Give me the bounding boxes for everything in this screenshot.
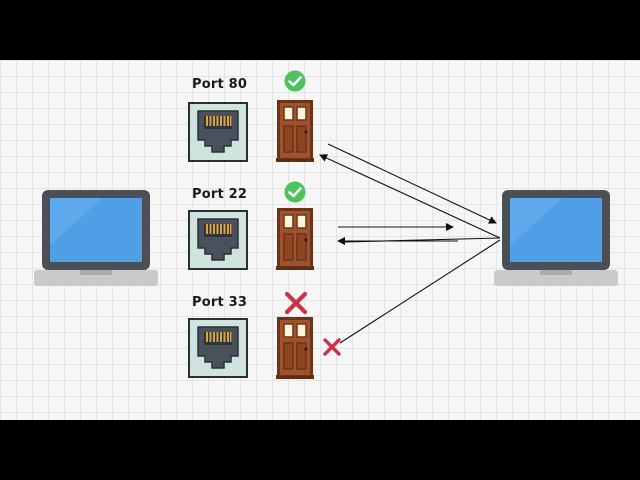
port-80-label: Port 80	[192, 77, 248, 92]
ethernet-port-icon	[188, 102, 248, 162]
checkmark-icon	[284, 181, 306, 203]
door-icon	[276, 100, 314, 162]
blocked-cross-icon	[323, 338, 341, 356]
arrow-server-to-port33	[339, 239, 501, 344]
checkmark-icon	[284, 70, 306, 92]
port-33-label: Port 33	[192, 295, 248, 310]
door-icon	[276, 208, 314, 270]
server-laptop-icon	[494, 190, 618, 286]
connection-arrows	[319, 143, 501, 344]
ethernet-port-icon	[188, 210, 248, 270]
port-22-label: Port 22	[192, 187, 248, 202]
arrow-server-to-port80	[319, 154, 501, 239]
diagram-canvas: Port 80 Port 22	[0, 60, 640, 420]
client-laptop-icon	[34, 190, 158, 286]
ethernet-port-icon	[188, 318, 248, 378]
arrow-port80-to-server	[327, 143, 497, 224]
cross-icon	[284, 291, 308, 315]
door-icon	[276, 317, 314, 379]
